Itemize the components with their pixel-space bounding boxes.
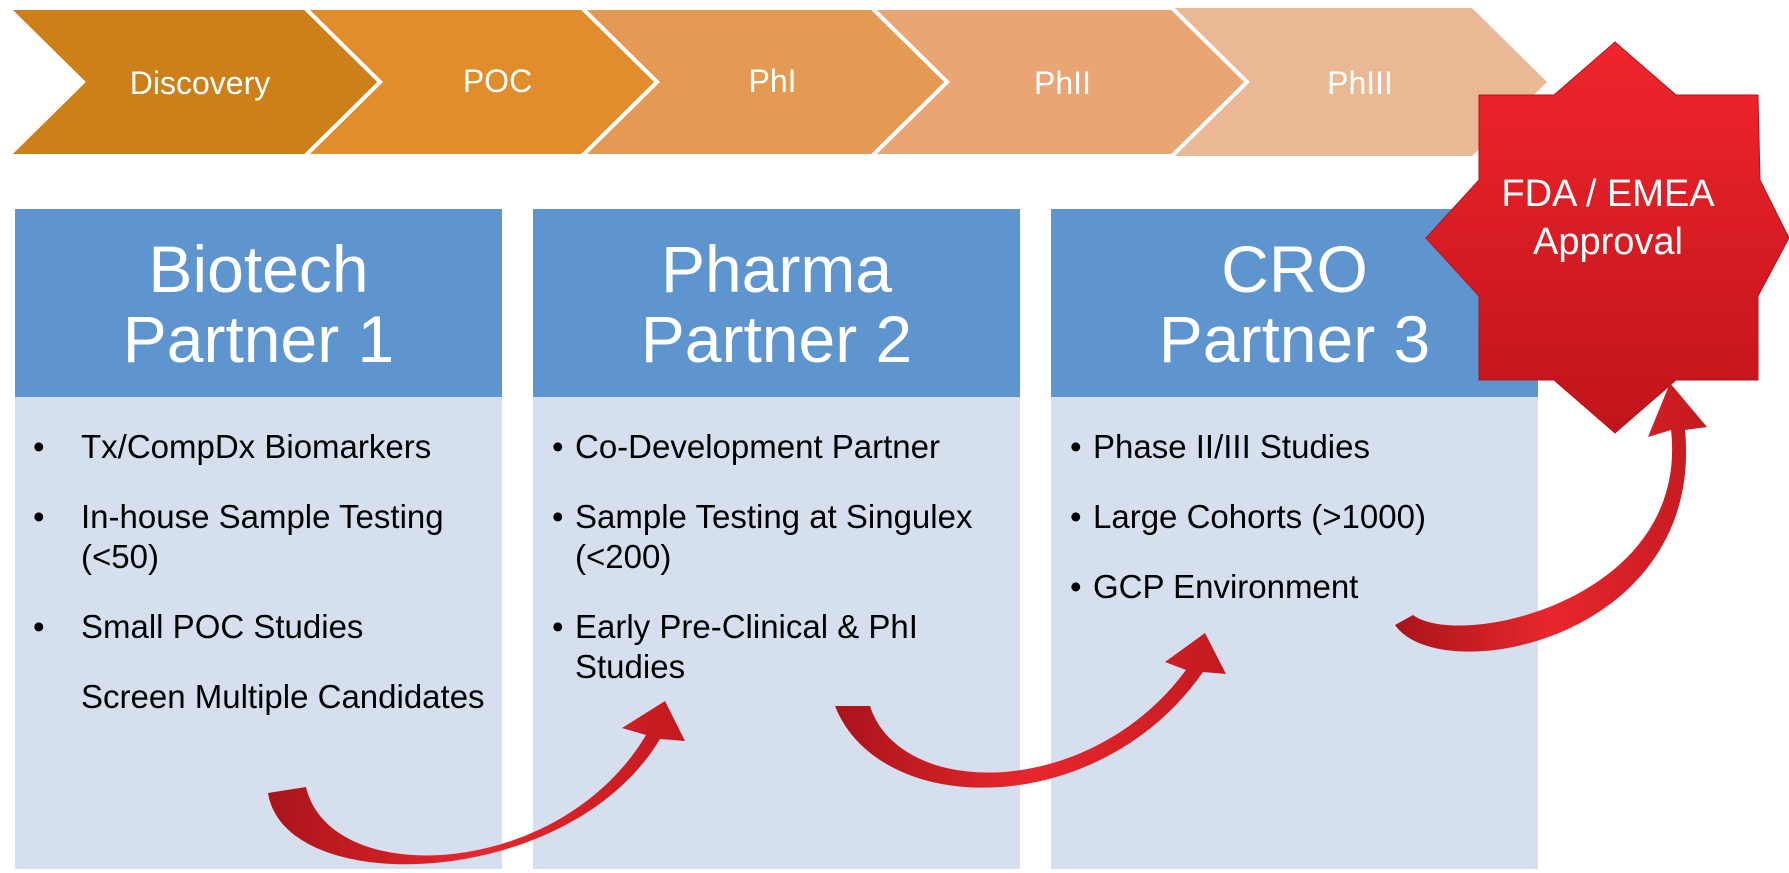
bullet-text: Early Pre-Clinical & PhI Studies — [575, 608, 918, 685]
bullet-item: • GCP Environment — [1051, 567, 1538, 607]
bullet-text: Small POC Studies — [81, 608, 364, 645]
curved-arrow-2-to-3 — [835, 633, 1226, 788]
chevron-discovery — [1172, 8, 1547, 156]
stage-label-phiii: PhIII — [1327, 65, 1393, 101]
bullet-marker: • — [1070, 568, 1082, 605]
bullet-marker: • — [33, 608, 45, 645]
bullet-list: • Co-Development Partner • Sample Testing … — [533, 427, 1020, 717]
approval-label: FDA / EMEA Approval — [1438, 170, 1778, 266]
curved-arrow-3-to-approval — [1395, 383, 1707, 652]
partner-title-line2: Partner 1 — [122, 302, 395, 376]
bullet-item: • Phase II/III Studies — [1051, 427, 1538, 467]
bullet-item: • Small POC Studies — [15, 607, 502, 647]
curved-arrow-1-to-2 — [268, 701, 685, 865]
bullet-text: GCP Environment — [1093, 568, 1359, 605]
bullet-text: Co-Development Partner — [575, 428, 940, 465]
stage-label-phi: PhI — [748, 63, 797, 99]
chevron-first — [3, 6, 383, 158]
bullet-text: Large Cohorts (>1000) — [1093, 498, 1426, 535]
bullet-item: • Tx/CompDx Biomarkers — [15, 427, 502, 467]
bullet-text: Phase II/III Studies — [1093, 428, 1370, 465]
bullet-text: Screen Multiple Candidates — [81, 678, 485, 715]
partner-card-pharma: Pharma Partner 2 • Co-Development Partner… — [533, 209, 1020, 869]
partner-card-biotech: Biotech Partner 1 • Tx/CompDx Biomarkers … — [15, 209, 502, 869]
bullet-item: • Large Cohorts (>1000) — [1051, 497, 1538, 537]
bullet-marker: • — [1070, 498, 1082, 535]
bullet-item: • In-house Sample Testing (<50) — [15, 497, 502, 577]
partner-card-body: • Tx/CompDx Biomarkers • In-house Sample T… — [15, 397, 502, 869]
bullet-text: Tx/CompDx Biomarkers — [81, 428, 432, 465]
bullet-item: • Early Pre-Clinical & PhI Studies — [533, 607, 1020, 687]
stage-label-poc: POC — [462, 63, 533, 99]
stage-label-discovery: Discovery — [129, 65, 271, 101]
partner-title-line1: Pharma — [660, 232, 893, 306]
approval-label-line1: FDA / EMEA — [1501, 173, 1715, 215]
partner-title-line2: Partner 3 — [1158, 302, 1431, 376]
bullet-marker: • — [1070, 428, 1082, 465]
bullet-text: In-house Sample Testing (<50) — [81, 498, 444, 575]
starburst-shape — [1425, 41, 1789, 434]
bullet-marker: • — [552, 608, 564, 645]
bullet-list: • Tx/CompDx Biomarkers • In-house Sample T… — [15, 427, 502, 747]
bullet-item: • Co-Development Partner — [533, 427, 1020, 467]
partner-card-header: Pharma Partner 2 — [533, 209, 1020, 397]
bullet-item: Screen Multiple Candidates — [15, 677, 502, 717]
partner-title-line2: Partner 2 — [640, 302, 913, 376]
bullet-marker: • — [552, 498, 564, 535]
partner-title-line1: CRO — [1221, 232, 1368, 306]
bullet-marker: • — [33, 498, 45, 535]
bullet-marker: • — [33, 428, 45, 465]
stage-label-phii: PhII — [1034, 65, 1091, 101]
bullet-marker: • — [552, 428, 564, 465]
partner-card-header: CRO Partner 3 — [1051, 209, 1538, 397]
partner-card-header: Biotech Partner 1 — [15, 209, 502, 397]
approval-label-line2: Approval — [1533, 221, 1683, 263]
bullet-list: • Phase II/III Studies • Large Cohorts (>1… — [1051, 427, 1538, 637]
bullet-text: Sample Testing at Singulex (<200) — [575, 498, 973, 575]
bullet-item: • Sample Testing at Singulex (<200) — [533, 497, 1020, 577]
partner-title-line1: Biotech — [148, 232, 369, 306]
